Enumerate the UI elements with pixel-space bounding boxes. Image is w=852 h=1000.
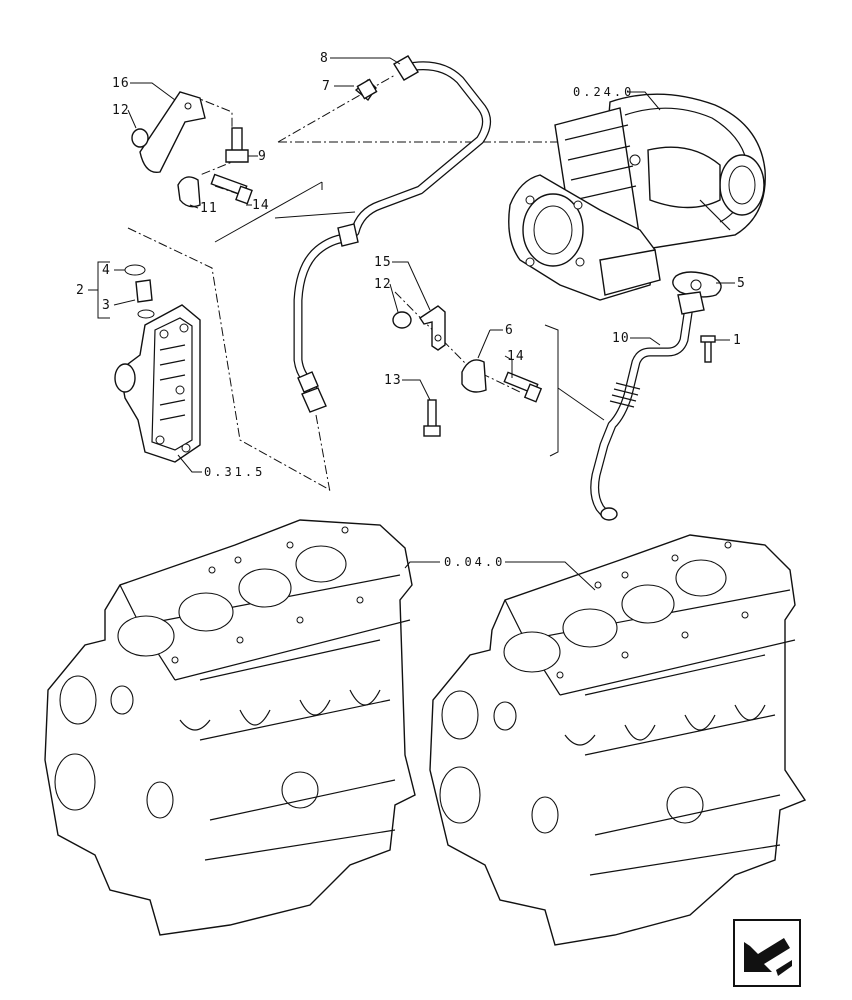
leader-12-lower: [389, 283, 399, 313]
callout-12b: 12: [374, 277, 392, 292]
callout-8: 8: [320, 51, 329, 66]
ref-engine-block: 0.04.0: [444, 555, 505, 569]
banjo-fitting: [354, 78, 378, 102]
callout-14a: 14: [252, 198, 270, 213]
oil-filter-support: [114, 304, 201, 463]
leader-11: [189, 204, 199, 209]
bracket-2: [88, 261, 110, 319]
group-bracket-feed: [214, 181, 323, 243]
leader-13: [402, 379, 431, 401]
callout-4: 4: [102, 263, 111, 278]
callout-10: 10: [612, 331, 630, 346]
previous-page-arrow-icon[interactable]: [733, 919, 801, 987]
gasket: [672, 271, 722, 298]
leader-10: [630, 337, 661, 346]
group-bracket-return: [544, 324, 559, 457]
oil-feed-pipe: [293, 55, 491, 413]
group-bracket-return-leader: [557, 387, 605, 421]
leader-engine-block: [404, 561, 596, 591]
callout-15: 15: [374, 255, 392, 270]
leader-15: [392, 261, 431, 311]
engine-block-right: [429, 534, 807, 946]
callout-2: 2: [76, 283, 85, 298]
leader-14-lower: [504, 355, 513, 378]
pressure-sensor: [124, 264, 155, 319]
engine-block-left: [44, 519, 416, 936]
oil-return-pipe: [590, 291, 705, 521]
leader-6: [477, 329, 503, 359]
leader-16: [130, 82, 176, 101]
bolt: [700, 335, 716, 363]
callout-1: 1: [733, 333, 742, 348]
leader-8: [330, 57, 401, 65]
ref-oil-filter-support: 0.31.5: [204, 465, 265, 479]
leader-turbocharger: [627, 91, 661, 111]
callout-12a: 12: [112, 103, 130, 118]
callout-13: 13: [384, 373, 402, 388]
turbocharger: [508, 93, 766, 301]
callout-6: 6: [505, 323, 514, 338]
callout-16: 16: [112, 76, 130, 91]
bracket-assembly-upper: [131, 91, 253, 208]
leader-oil-filter-support: [177, 454, 202, 473]
leader-12-upper: [127, 109, 137, 129]
callout-11: 11: [200, 201, 218, 216]
callout-3: 3: [102, 298, 111, 313]
leader-3: [113, 299, 136, 306]
group-bracket-feed-leader: [274, 211, 356, 219]
callout-14b: 14: [507, 349, 525, 364]
callout-5: 5: [737, 276, 746, 291]
ref-turbocharger: 0.24.0: [573, 85, 634, 99]
callout-9: 9: [258, 149, 267, 164]
callout-7: 7: [322, 79, 331, 94]
bracket-assembly-lower: [392, 305, 543, 437]
